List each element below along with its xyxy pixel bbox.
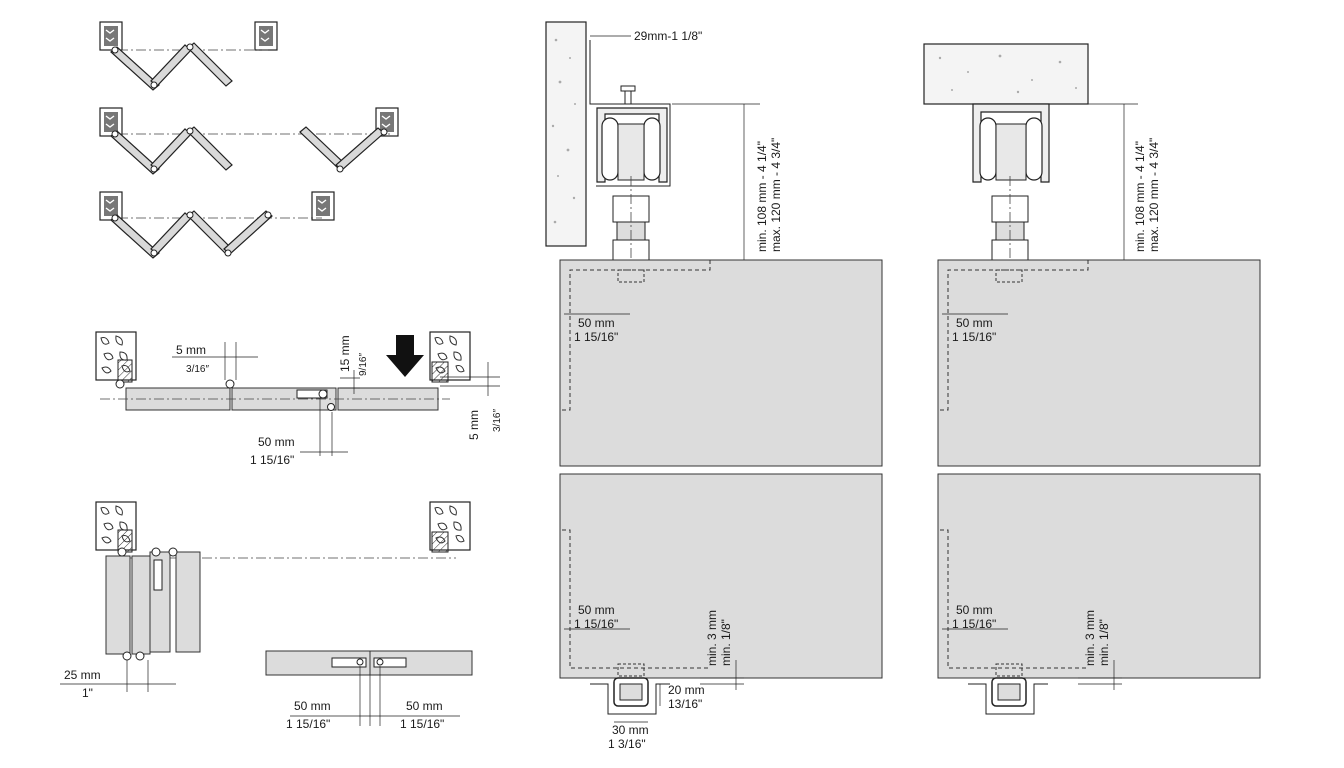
stack-gap-in: 1" [82, 686, 93, 700]
bracket-offset-dim: 29mm-1 1/8" [634, 29, 702, 43]
top-offset-right-in: 1 15/16" [952, 330, 996, 344]
guide-width-mm: 30 mm [612, 723, 649, 737]
side-gap-mm: 5 mm [467, 410, 481, 440]
elevation-wall-mounted: 29mm-1 1/8" min. 108 mm - 4 1/4" max. 12… [545, 21, 883, 751]
plan-detail-stacked: 25 mm 1" 50 mm 1 15/16" 50 mm 1 15/16" [60, 501, 473, 731]
floor-gap-left-mm: min. 3 mm [705, 610, 719, 666]
wall-block-icon [99, 21, 123, 51]
guide-height-in: 13/16" [668, 697, 702, 711]
joint-right-in: 1 15/16" [400, 717, 444, 731]
joint-right-mm: 50 mm [406, 699, 443, 713]
joint-left-in: 1 15/16" [286, 717, 330, 731]
wall-block-icon [311, 191, 335, 221]
bottom-offset-right-mm: 50 mm [956, 603, 993, 617]
top-offset-left-mm: 50 mm [578, 316, 615, 330]
floor-gap-right-in: min. 1/8" [1097, 619, 1111, 666]
folding-configuration-1 [99, 21, 278, 91]
guide-width-in: 1 3/16" [608, 737, 646, 751]
folding-configuration-2 [99, 107, 399, 175]
folding-configuration-3 [99, 191, 335, 259]
guide-height-mm: 20 mm [668, 683, 705, 697]
height-min-left: min. 108 mm - 4 1/4" [755, 141, 769, 252]
pivot-offset-in: 1 15/16" [250, 453, 294, 467]
drop-in: 9/16″ [358, 353, 369, 376]
side-gap-in: 3/16″ [492, 409, 503, 432]
height-max-right: max. 120 mm - 4 3/4" [1147, 138, 1161, 252]
top-offset-right-mm: 50 mm [956, 316, 993, 330]
elevation-ceiling-mounted: min. 108 mm - 4 1/4" max. 120 mm - 4 3/4… [923, 43, 1261, 715]
height-min-right: min. 108 mm - 4 1/4" [1133, 141, 1147, 252]
bottom-offset-right-in: 1 15/16" [952, 617, 996, 631]
bottom-offset-left-mm: 50 mm [578, 603, 615, 617]
hinge-gap-mm: 5 mm [176, 343, 206, 357]
wall-block-icon [254, 21, 278, 51]
floor-gap-left-in: min. 1/8" [719, 619, 733, 666]
floor-gap-right-mm: min. 3 mm [1083, 610, 1097, 666]
hinge-gap-in: 3/16″ [186, 364, 209, 375]
plan-detail-closed: 5 mm 3/16″ 50 mm 1 15/16" 15 mm 9/16″ 5 … [95, 331, 503, 467]
bottom-offset-left-in: 1 15/16" [574, 617, 618, 631]
press-arrow-icon [386, 335, 424, 377]
height-max-left: max. 120 mm - 4 3/4" [769, 138, 783, 252]
drop-mm: 15 mm [338, 335, 352, 372]
top-offset-left-in: 1 15/16" [574, 330, 618, 344]
joint-left-mm: 50 mm [294, 699, 331, 713]
stack-gap-mm: 25 mm [64, 668, 101, 682]
pivot-offset-mm: 50 mm [258, 435, 295, 449]
